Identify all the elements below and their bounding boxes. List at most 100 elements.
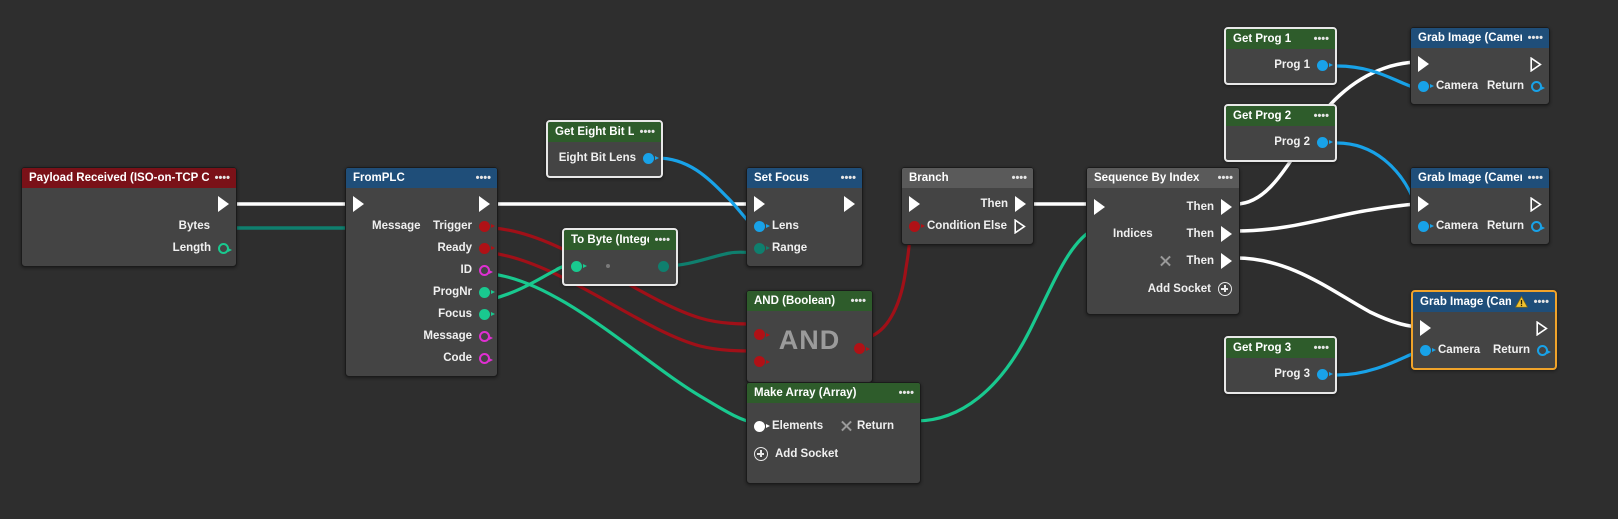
node-menu-icon[interactable]: •••• [654, 234, 670, 246]
boolean-pin-in-b-icon[interactable] [754, 356, 770, 367]
node-header[interactable]: Grab Image (Camera) •••• [1411, 28, 1549, 48]
number-pin-icon[interactable] [571, 260, 587, 272]
node-header[interactable]: Get Prog 3 •••• [1226, 338, 1335, 358]
string-pin-icon[interactable] [479, 330, 493, 342]
exec-out-else-icon[interactable] [1014, 218, 1026, 234]
string-pin-icon[interactable] [479, 264, 493, 276]
array-pin-icon[interactable] [353, 220, 365, 232]
boolean-pin-icon[interactable] [909, 220, 925, 232]
boolean-pin-icon[interactable] [479, 242, 495, 254]
node-menu-icon[interactable]: •••• [214, 172, 230, 184]
camera-pin-icon[interactable] [1317, 59, 1333, 71]
node-header[interactable]: FromPLC •••• [346, 168, 497, 188]
node-header[interactable]: Get Eight Bit Lens •••• [548, 122, 661, 142]
node-header[interactable]: To Byte (Integer) •••• [564, 230, 676, 250]
add-socket-icon[interactable] [1218, 282, 1232, 296]
node-header[interactable]: AND (Boolean) •••• [747, 291, 872, 311]
node-make-array[interactable]: Make Array (Array) •••• Elements Return … [746, 382, 921, 484]
camera-pin-icon[interactable] [643, 152, 659, 164]
exec-out-then-3-icon[interactable] [1221, 252, 1232, 269]
node-branch[interactable]: Branch •••• Then Condition Else [901, 167, 1034, 245]
boolean-pin-in-a-icon[interactable] [754, 329, 770, 340]
exec-out-icon[interactable] [844, 196, 855, 212]
node-menu-icon[interactable]: •••• [840, 172, 856, 184]
node-menu-icon[interactable]: •••• [1217, 172, 1233, 184]
array-pin-icon[interactable] [901, 420, 913, 432]
camera-pin-icon[interactable] [754, 220, 770, 232]
exec-out-icon[interactable] [1530, 196, 1542, 212]
node-menu-icon[interactable]: •••• [475, 172, 491, 184]
node-payload-received[interactable]: Payload Received (ISO-on-TCP Client) •••… [21, 167, 237, 267]
string-pin-icon[interactable] [479, 352, 493, 364]
exec-in-icon[interactable] [1094, 198, 1105, 215]
node-header[interactable]: Grab Image (Camera) •••• [1411, 168, 1549, 188]
exec-out-then-icon[interactable] [1015, 196, 1026, 212]
exec-in-icon[interactable] [1418, 56, 1429, 72]
wildcard-pin-icon[interactable] [754, 420, 770, 432]
exec-in-icon[interactable] [1418, 196, 1429, 212]
node-header[interactable]: Make Array (Array) •••• [747, 383, 920, 403]
node-header[interactable]: Branch •••• [902, 168, 1033, 188]
node-header[interactable]: Grab Image (Camera) •••• [1413, 292, 1555, 312]
exec-in-icon[interactable] [353, 196, 364, 212]
byte-pin-icon[interactable] [754, 242, 770, 254]
node-from-plc[interactable]: FromPLC •••• Message Trigger Ready [345, 167, 498, 377]
node-header[interactable]: Sequence By Index •••• [1087, 168, 1239, 188]
node-menu-icon[interactable]: •••• [1313, 33, 1329, 45]
exec-out-icon[interactable] [479, 196, 490, 212]
node-set-focus[interactable]: Set Focus •••• Lens Range [746, 167, 863, 267]
node-menu-icon[interactable]: •••• [1533, 296, 1549, 308]
exec-out-icon[interactable] [1536, 320, 1548, 336]
number-pin-icon[interactable] [218, 242, 232, 254]
node-menu-icon[interactable]: •••• [898, 387, 914, 399]
array-pin-icon[interactable] [1094, 228, 1106, 240]
number-pin-icon[interactable] [479, 286, 495, 298]
array-pin-icon[interactable] [217, 220, 229, 232]
node-get-prog-2[interactable]: Get Prog 2 •••• Prog 2 [1224, 104, 1337, 162]
node-grab-image-1[interactable]: Grab Image (Camera) •••• Camera Return [1410, 27, 1550, 105]
node-header[interactable]: Payload Received (ISO-on-TCP Client) •••… [22, 168, 236, 188]
pin-row-add-socket[interactable]: Add Socket [1087, 274, 1239, 304]
node-menu-icon[interactable]: •••• [1527, 32, 1543, 44]
image-pin-icon[interactable] [1531, 80, 1545, 92]
exec-in-icon[interactable] [1420, 320, 1431, 336]
warning-icon[interactable] [1514, 296, 1528, 308]
image-pin-icon[interactable] [1531, 220, 1545, 232]
node-header[interactable]: Set Focus •••• [747, 168, 862, 188]
node-menu-icon[interactable]: •••• [1313, 342, 1329, 354]
camera-pin-icon[interactable] [1420, 344, 1436, 356]
exec-out-then-2-icon[interactable] [1221, 225, 1232, 242]
node-header[interactable]: Get Prog 1 •••• [1226, 29, 1335, 49]
node-and-boolean[interactable]: AND (Boolean) •••• AND [746, 290, 873, 383]
boolean-pin-icon[interactable] [479, 220, 495, 232]
boolean-pin-out-icon[interactable] [854, 343, 870, 354]
exec-out-icon[interactable] [1530, 56, 1542, 72]
camera-pin-icon[interactable] [1317, 368, 1333, 380]
exec-out-then-1-icon[interactable] [1221, 198, 1232, 215]
pin-row-add-socket[interactable]: Add Socket [747, 439, 920, 469]
exec-in-icon[interactable] [754, 196, 765, 212]
node-menu-icon[interactable]: •••• [1527, 172, 1543, 184]
remove-socket-icon[interactable] [840, 420, 853, 433]
node-sequence-by-index[interactable]: Sequence By Index •••• Then Indices Then [1086, 167, 1240, 315]
node-menu-icon[interactable]: •••• [1313, 110, 1329, 122]
node-grab-image-2[interactable]: Grab Image (Camera) •••• Camera Return [1410, 167, 1550, 245]
camera-pin-icon[interactable] [1317, 136, 1333, 148]
exec-out-icon[interactable] [218, 196, 229, 212]
remove-socket-icon[interactable] [1159, 254, 1172, 267]
exec-in-icon[interactable] [909, 196, 920, 212]
node-get-prog-1[interactable]: Get Prog 1 •••• Prog 1 [1224, 27, 1337, 85]
camera-pin-icon[interactable] [1418, 220, 1434, 232]
node-menu-icon[interactable]: •••• [850, 295, 866, 307]
camera-pin-icon[interactable] [1418, 80, 1434, 92]
node-get-prog-3[interactable]: Get Prog 3 •••• Prog 3 [1224, 336, 1337, 394]
node-get-eight-bit-lens[interactable]: Get Eight Bit Lens •••• Eight Bit Lens [546, 120, 663, 178]
image-pin-icon[interactable] [1537, 344, 1551, 356]
add-socket-icon[interactable] [754, 447, 768, 461]
node-header[interactable]: Get Prog 2 •••• [1226, 106, 1335, 126]
node-grab-image-3[interactable]: Grab Image (Camera) •••• [1411, 290, 1557, 370]
number-pin-icon[interactable] [479, 308, 495, 320]
node-menu-icon[interactable]: •••• [1011, 172, 1027, 184]
byte-pin-icon[interactable] [658, 260, 669, 272]
